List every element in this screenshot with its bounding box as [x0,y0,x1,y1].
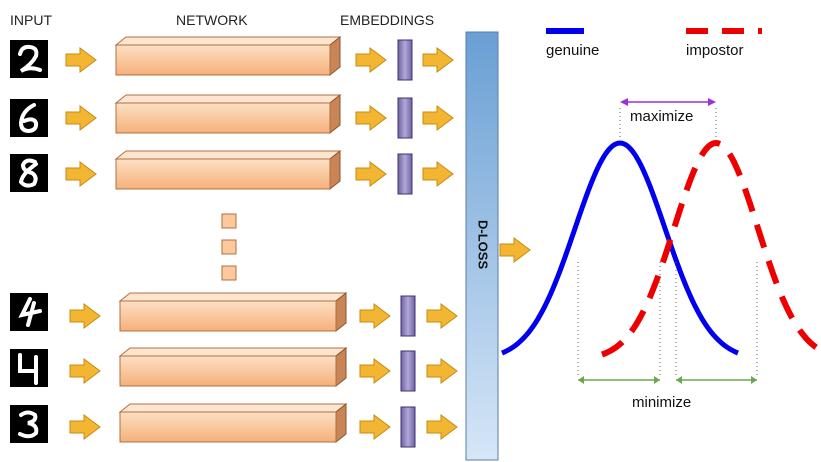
network-block-2-front [115,102,331,134]
network-block-5-front [119,355,337,387]
impostor-curve [601,139,821,358]
dloss-label: D-LOSS [475,220,491,270]
network-header: NETWORK [176,12,248,28]
network-block-2 [114,93,342,135]
network-block-6-top [118,403,348,413]
input-arrow-2 [65,105,97,131]
input-arrow-1 [65,47,97,73]
network-block-3-front [115,158,331,190]
network-block-1-top [114,36,342,46]
continuation-dot-3 [221,265,237,281]
input-digit-image-2 [10,40,48,78]
row-5 [69,346,458,392]
legend-genuine-label: genuine [546,42,600,59]
network-arrow-2 [355,105,387,131]
continuation-dot-1 [221,213,237,229]
network-arrow-1 [355,47,387,73]
embedding-bar-1 [397,39,413,81]
embeddings-header: EMBEDDINGS [340,12,435,28]
network-block-1-front [115,44,331,76]
embedding-bar-2 [397,97,413,139]
input-arrow-3 [65,161,97,187]
input-header: INPUT [10,12,52,28]
minimize-arrow-left-head-a [578,376,584,384]
input-digit-image-4a [10,293,48,331]
network-block-6 [118,402,348,444]
network-block-6-front [119,411,337,443]
embedding-arrow-3 [422,161,454,187]
network-block-4-front [119,300,337,332]
network-block-5-top [118,347,348,357]
network-arrow-6 [359,414,391,440]
minimize-arrow-right-head-a [676,376,682,384]
row-2 [65,93,454,139]
network-block-5 [118,346,348,388]
network-block-3-top [114,150,342,160]
input-digit-image-6 [10,99,48,137]
row-4 [69,291,458,337]
row-3 [65,149,454,195]
minimize-arrow-right-head-b [751,376,757,384]
input-digit-image-4b [10,349,48,387]
embedding-bar-6 [400,406,416,448]
embedding-arrow-2 [422,105,454,131]
embedding-arrow-4 [426,303,458,329]
input-arrow-5 [69,358,101,384]
input-digit-image-8 [10,154,48,192]
embedding-arrow-6 [426,414,458,440]
legend-impostor-label: impostor [686,42,744,59]
maximize-label: maximize [630,108,694,125]
genuine-curve [501,140,739,356]
embedding-bar-5 [400,350,416,392]
embedding-bar-3 [397,153,413,195]
input-arrow-6 [69,414,101,440]
input-arrow-4 [69,303,101,329]
maximize-arrow-left-head [620,98,628,106]
network-block-4 [118,291,348,333]
dloss-block [465,31,499,461]
network-arrow-5 [359,358,391,384]
minimize-arrow-left-head-b [654,376,660,384]
network-arrow-3 [355,161,387,187]
embedding-arrow-5 [426,358,458,384]
network-block-2-top [114,94,342,104]
embedding-bar-4 [400,295,416,337]
network-block-1 [114,35,342,77]
continuation-dot-2 [221,239,237,255]
row-6 [69,402,458,448]
embedding-arrow-1 [422,47,454,73]
row-1 [65,35,454,81]
network-block-3 [114,149,342,191]
network-block-4-top [118,292,348,302]
dloss-output-arrow [499,237,531,263]
network-arrow-4 [359,303,391,329]
input-digit-image-3 [10,405,48,443]
minimize-label: minimize [632,394,692,411]
maximize-arrow-right-head [708,98,716,106]
